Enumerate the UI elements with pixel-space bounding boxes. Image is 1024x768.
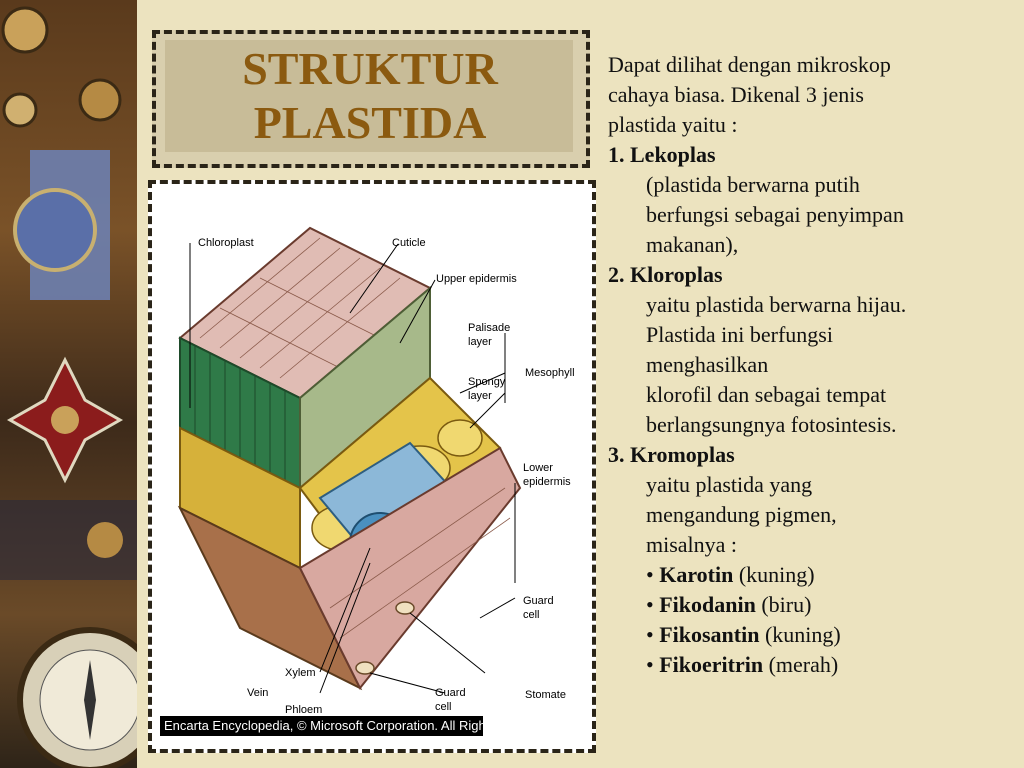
label-guard-cell-bottom-2: cell: [435, 701, 452, 713]
kloroplas-line: yaitu plastida berwarna hijau.: [646, 292, 907, 317]
label-lower-epidermis-1: Lower: [523, 462, 553, 474]
bullet: •: [646, 592, 654, 617]
label-phloem: Phloem: [285, 704, 322, 716]
kromoplas-line: yaitu plastida yang: [646, 472, 813, 497]
label-spongy-2: layer: [468, 390, 492, 402]
label-guard-cell-right-1: Guard: [523, 595, 554, 607]
pigment-item: • Fikodanin (biru): [608, 590, 1008, 620]
intro-line-3: plastida yaitu :: [608, 112, 738, 137]
title-panel: [165, 40, 573, 152]
label-vein: Vein: [247, 687, 268, 699]
label-upper-epidermis: Upper epidermis: [436, 273, 517, 285]
bullet: •: [646, 622, 654, 647]
figure-credit: Encarta Encyclopedia, © Microsoft Corpor…: [160, 716, 483, 736]
pigment-name: Fikoeritrin: [659, 652, 764, 677]
label-lower-epidermis-2: epidermis: [523, 476, 571, 488]
intro-line-2: cahaya biasa. Dikenal 3 jenis: [608, 82, 864, 107]
label-cuticle: Cuticle: [392, 237, 426, 249]
pigment-item: • Fikoeritrin (merah): [608, 650, 1008, 680]
kloroplas-heading: 2. Kloroplas: [608, 262, 723, 287]
title-line-1: STRUKTUR: [242, 43, 498, 94]
kromoplas-heading: 3. Kromoplas: [608, 442, 735, 467]
pigment-name: Fikosantin: [659, 622, 760, 647]
lekoplas-line: makanan),: [646, 232, 739, 257]
title-line-2: PLASTIDA: [253, 97, 487, 148]
pigment-color: (merah): [768, 652, 839, 677]
kloroplas-line: Plastida ini berfungsi: [646, 322, 833, 347]
bullet: •: [646, 562, 654, 587]
kromoplas-line: misalnya :: [646, 532, 738, 557]
lekoplas-heading: 1. Lekoplas: [608, 142, 716, 167]
content-text: Dapat dilihat dengan mikroskop cahaya bi…: [608, 50, 1008, 680]
pigment-color: (biru): [761, 592, 812, 617]
pigment-item: • Karotin (kuning): [608, 560, 1008, 590]
decorative-side-image: [0, 0, 137, 768]
label-guard-cell-bottom-1: Guard: [435, 687, 466, 699]
label-palisade-2: layer: [468, 336, 492, 348]
kloroplas-line: menghasilkan: [646, 352, 769, 377]
lekoplas-line: (plastida berwarna putih: [646, 172, 860, 197]
label-mesophyll: Mesophyll: [525, 367, 575, 379]
pigment-item: • Fikosantin (kuning): [608, 620, 1008, 650]
leaf-structure-diagram: Chloroplast Cuticle Upper epidermis Pali…: [177, 226, 575, 716]
kloroplas-line: berlangsungnya fotosintesis.: [646, 412, 897, 437]
label-xylem: Xylem: [285, 667, 316, 679]
label-spongy-1: Spongy: [468, 376, 506, 388]
label-chloroplast: Chloroplast: [198, 237, 254, 249]
pigment-color: (kuning): [764, 622, 841, 647]
label-palisade-1: Palisade: [468, 322, 510, 334]
kromoplas-line: mengandung pigmen,: [646, 502, 837, 527]
intro-line-1: Dapat dilihat dengan mikroskop: [608, 52, 891, 77]
kloroplas-line: klorofil dan sebagai tempat: [646, 382, 887, 407]
lekoplas-line: berfungsi sebagai penyimpan: [646, 202, 904, 227]
label-stomate: Stomate: [525, 689, 566, 701]
pigment-name: Karotin: [659, 562, 734, 587]
label-guard-cell-right-2: cell: [523, 609, 540, 621]
pigment-color: (kuning): [738, 562, 815, 587]
page-title: STRUKTUR PLASTIDA: [170, 42, 570, 150]
pigment-name: Fikodanin: [659, 592, 756, 617]
bullet: •: [646, 652, 654, 677]
